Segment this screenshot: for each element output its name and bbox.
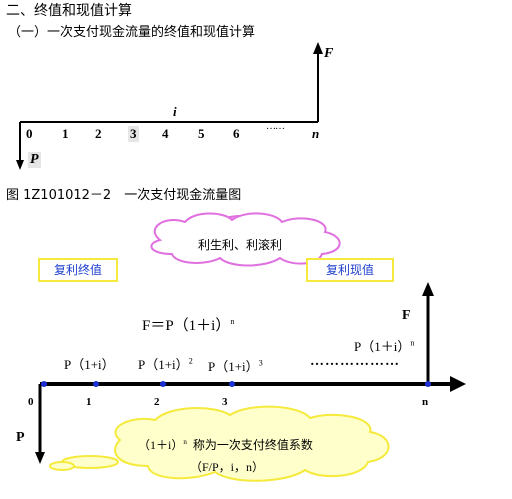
bottom-tick-n: n [422, 396, 429, 408]
term-period-1: P（1+i） [64, 357, 115, 372]
bottom-tick-2: 2 [154, 396, 160, 408]
top-tick-n: n [312, 126, 320, 141]
bottom-future-arrowhead [422, 282, 434, 296]
bottom-tick-0: 0 [28, 396, 34, 408]
term-period-2-text: P（1+i） [138, 357, 189, 372]
period-dot-2 [160, 381, 166, 387]
term-period-n-exponent: n [410, 338, 415, 348]
top-tick-3: 3 [128, 126, 139, 142]
top-tick-0: 0 [26, 126, 33, 141]
bottom-tick-3: 3 [222, 396, 228, 408]
main-formula-exponent: n [230, 317, 235, 326]
top-tick-4: 4 [162, 126, 169, 141]
compound-present-value-box: 复利现值 [306, 258, 394, 282]
factor-exponent: n [183, 438, 187, 446]
term-period-2-exponent: 2 [188, 356, 193, 366]
figure-caption: 图 1Z101012－2 一次支付现金流量图 [6, 188, 242, 203]
top-future-label: F [324, 46, 334, 61]
bottom-axis-arrowhead [450, 376, 466, 392]
term-period-n: P（1＋i）n [354, 336, 414, 355]
term-period-n-text: P（1＋i） [354, 339, 411, 354]
subsection-heading: （一）一次支付现金流量的终值和现值计算 [8, 25, 256, 40]
bottom-present-label: P [16, 430, 25, 445]
top-present-label: P [28, 152, 41, 168]
top-rate-label: i [173, 104, 177, 119]
factor-description: 称为一次支付终值系数 [192, 438, 313, 452]
term-period-3-exponent: 3 [258, 358, 263, 368]
main-formula-text: F＝P（1＋i） [142, 318, 231, 334]
period-dot-n [425, 381, 431, 387]
compound-future-value-label: 复利终值 [53, 263, 102, 277]
top-tick-6: 6 [233, 126, 240, 141]
term-period-2: P（1+i）2 [138, 354, 193, 373]
top-tick-1: 1 [62, 126, 69, 141]
period-dot-0 [41, 381, 47, 387]
period-dot-1 [93, 381, 99, 387]
period-dot-3 [229, 381, 235, 387]
bottom-future-label: F [402, 308, 411, 323]
compound-future-value-box: 复利终值 [38, 258, 118, 282]
cloud-top-shape [150, 212, 341, 267]
factor-expression: （1＋i） [138, 438, 184, 452]
top-tick-ellipsis: …… [266, 121, 285, 132]
cloud-bottom-line-2: （F/P，i，n） [190, 460, 265, 474]
top-tick-5: 5 [198, 126, 205, 141]
section-heading: 二、终值和现值计算 [6, 3, 132, 19]
top-tick-2: 2 [95, 126, 102, 141]
bottom-tick-1: 1 [86, 396, 92, 408]
bottom-present-arrowhead [35, 452, 45, 464]
top-future-arrowhead [313, 42, 323, 54]
cloud-bottom-line-1: （1＋i）n 称为一次支付终值系数 [138, 436, 313, 453]
term-period-3: P（1+i）3 [208, 356, 263, 375]
cloud-top-text: 利生利、利滚利 [198, 238, 283, 252]
term-period-3-text: P（1+i） [208, 359, 259, 374]
top-present-arrowhead [16, 160, 24, 170]
compound-present-value-label: 复利现值 [325, 263, 374, 277]
term-dots: ……………… [310, 354, 400, 369]
cloud-bottom-shape [49, 405, 390, 482]
main-formula: F＝P（1＋i）n [142, 314, 234, 335]
